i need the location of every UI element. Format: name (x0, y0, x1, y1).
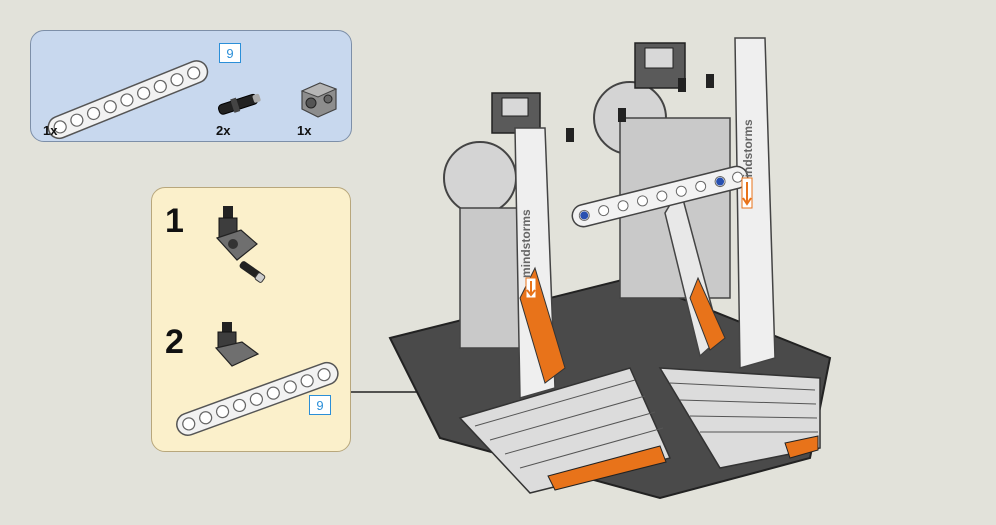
pin-part-image (218, 93, 261, 115)
beam-9-part-image (47, 60, 209, 140)
sub-step-2-length-badge: 9 (309, 395, 331, 415)
sub-steps-panel: 1 2 9 (151, 187, 351, 452)
connector-quantity: 1x (297, 123, 312, 138)
right-leg-logo: mindstorms (741, 119, 755, 188)
parts-list-panel: 9 1x 2x 1x (30, 30, 352, 142)
sub-step-2-image (176, 322, 339, 436)
beam-quantity: 1x (43, 123, 58, 138)
sub-step-2-number: 2 (165, 323, 184, 361)
connector-part-image (300, 82, 338, 118)
robot-model-illustration: mindstorms mindstorms (388, 37, 832, 500)
beam-length-badge: 9 (219, 43, 241, 63)
left-leg-logo: mindstorms (519, 209, 533, 278)
sub-step-1-image (215, 206, 266, 283)
pin-quantity: 2x (216, 123, 231, 138)
sub-step-1-number: 1 (165, 202, 184, 240)
